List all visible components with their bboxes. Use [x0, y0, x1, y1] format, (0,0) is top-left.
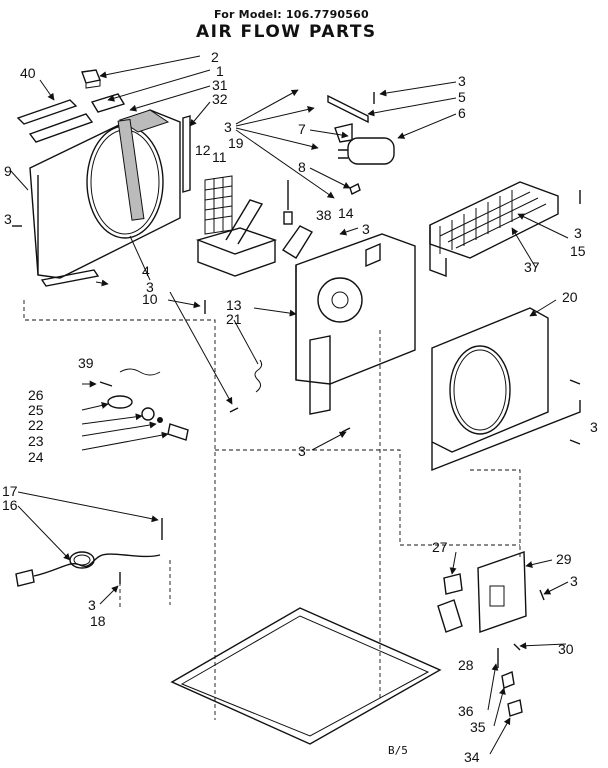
- callout-2: 2: [211, 49, 219, 65]
- spring-part-21: [254, 359, 263, 393]
- callout-28: 28: [458, 657, 474, 673]
- bushing-part-34: [507, 699, 523, 717]
- strip-part-32: [182, 115, 191, 193]
- callout-19: 19: [228, 135, 244, 151]
- power-cord-part-16: [15, 551, 161, 587]
- callout-35: 35: [470, 719, 486, 735]
- callout-3-rear: 3: [590, 419, 598, 435]
- callout-3-right: 3: [574, 225, 582, 241]
- callout-40: 40: [20, 65, 36, 81]
- switch-part-27: [443, 573, 463, 595]
- callout-11: 11: [212, 149, 227, 165]
- callout-3-top: 3: [458, 73, 466, 89]
- callout-7: 7: [298, 121, 306, 137]
- clip-part-35: [501, 671, 515, 689]
- callout-22: 22: [28, 417, 44, 433]
- page-code: B/5: [388, 744, 408, 757]
- callout-3-bracket: 3: [224, 119, 232, 135]
- callout-1: 1: [216, 63, 224, 79]
- callout-10: 10: [142, 291, 158, 307]
- base-pan: [170, 607, 442, 745]
- coil-grille-part-15: [429, 181, 559, 278]
- control-plate-part-29: [477, 551, 527, 633]
- clip-part-38: [283, 211, 293, 225]
- block-part-2: [81, 69, 101, 89]
- callout-3-left: 3: [4, 211, 12, 227]
- callout-21: 21: [226, 311, 242, 327]
- leader-arrows: [9, 55, 569, 755]
- callout-4: 4: [142, 263, 150, 279]
- callout-36: 36: [458, 703, 474, 719]
- callout-3-plate: 3: [362, 221, 370, 237]
- callout-12: 12: [195, 142, 211, 158]
- alignment-lines: [23, 300, 521, 720]
- bracket-part-11: [195, 199, 278, 277]
- callout-13: 13: [226, 297, 242, 313]
- callout-39: 39: [78, 355, 94, 371]
- capacitor-part-6: [338, 137, 395, 165]
- diagram-title: AIR FLOW PARTS: [196, 22, 377, 42]
- callout-30: 30: [558, 641, 574, 657]
- clip-part-39: [119, 368, 161, 376]
- callout-17: 17: [2, 483, 18, 499]
- shroud-part-13: [295, 233, 416, 415]
- callout-27: 27: [432, 539, 448, 555]
- screws: [12, 92, 581, 651]
- callout-6: 6: [458, 105, 466, 121]
- callout-9: 9: [4, 163, 12, 179]
- front-panel-part-9: [29, 109, 181, 279]
- callout-24: 24: [28, 449, 44, 465]
- filter-strips-part-40: [16, 99, 94, 143]
- plate-part-14: [281, 225, 313, 259]
- callout-18: 18: [90, 613, 106, 629]
- model-number: For Model: 106.7790560: [214, 8, 369, 21]
- callout-3-cord: 3: [88, 597, 96, 613]
- callout-31: 31: [212, 77, 228, 93]
- callout-20: 20: [562, 289, 578, 305]
- callout-3-control: 3: [570, 573, 578, 589]
- callout-numbers: 2 1 31 32 40 3 5 6 3 7 19 12 11 8 9 38 1…: [2, 49, 598, 765]
- callout-14: 14: [338, 205, 354, 221]
- bracket-part-5: [327, 94, 369, 124]
- callout-26: 26: [28, 387, 44, 403]
- callout-32: 32: [212, 91, 228, 107]
- callout-5: 5: [458, 89, 466, 105]
- grille-part-12: [204, 175, 233, 235]
- rear-panel-part-20: [431, 307, 581, 472]
- strip-part-10: [40, 269, 100, 287]
- callout-37: 37: [524, 259, 540, 275]
- callout-38: 38: [316, 207, 332, 223]
- motor-hardware-parts-22-26: [99, 381, 189, 441]
- bracket-part-28: [437, 599, 463, 633]
- callout-3-mid: 3: [146, 279, 154, 295]
- callout-25: 25: [28, 402, 44, 418]
- terminal-part-8: [349, 183, 361, 195]
- callout-16: 16: [2, 497, 18, 513]
- callout-29: 29: [556, 551, 572, 567]
- callout-23: 23: [28, 433, 44, 449]
- strap-part-7: [334, 123, 353, 143]
- callout-8: 8: [298, 159, 306, 175]
- callout-34: 34: [464, 749, 480, 765]
- callout-3-shroud: 3: [298, 443, 306, 459]
- callout-15: 15: [570, 243, 586, 259]
